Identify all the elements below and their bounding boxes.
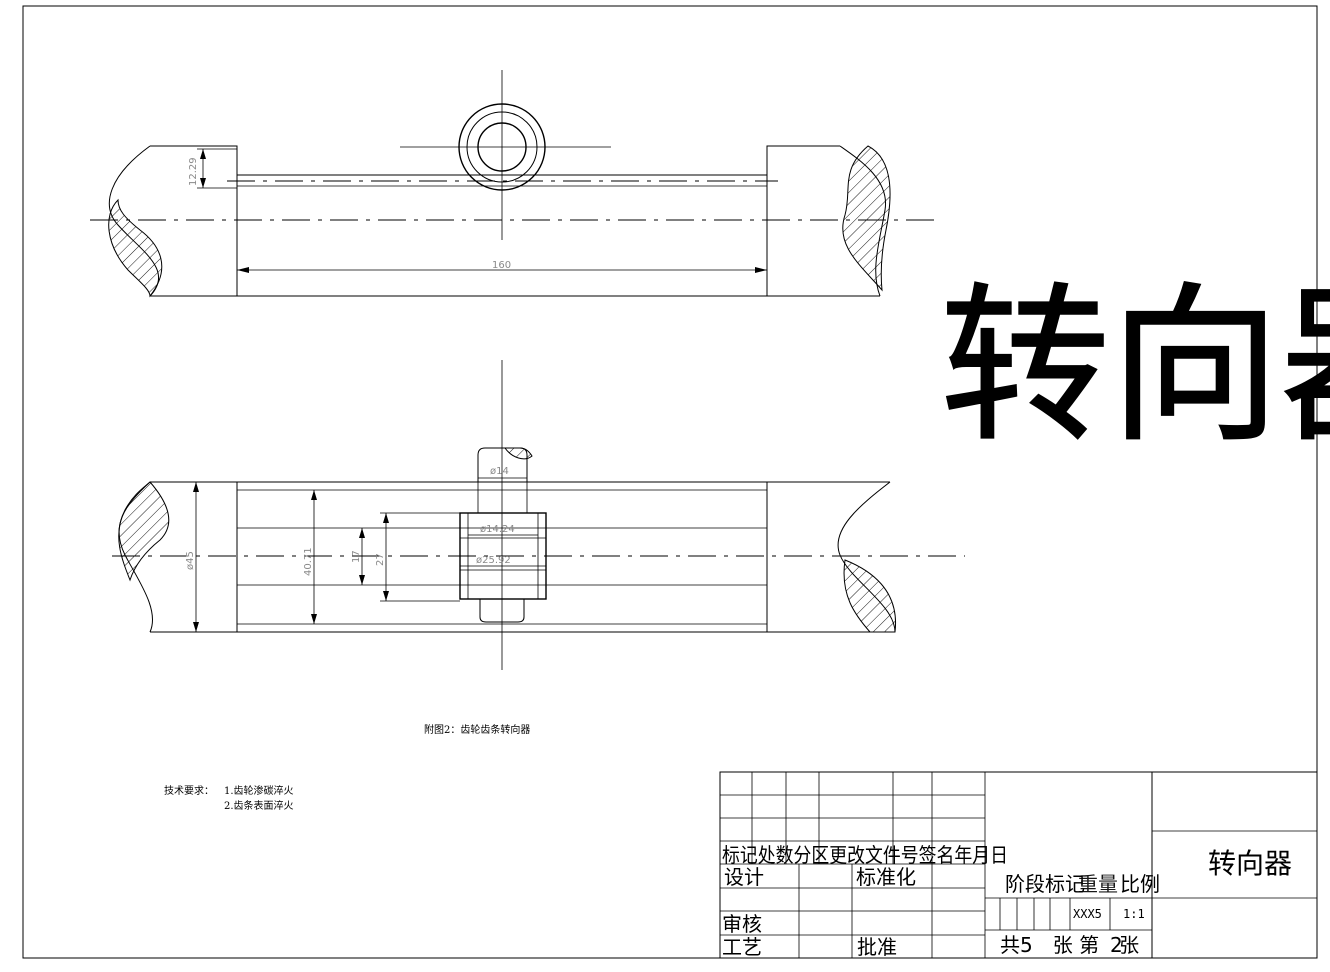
dim-top-height: 12.29 (188, 157, 199, 186)
tech-req-item2: 2.齿条表面淬火 (224, 799, 294, 812)
figure-caption: 附图2：齿轮齿条转向器 (424, 723, 530, 736)
tb-sheets: 共5 张 第 张 (1000, 933, 1139, 957)
tb-stage-mark: 阶段标记 (1005, 872, 1085, 896)
tb-review: 审核 (722, 912, 762, 936)
dim-pinion-inner: ø14.24 (480, 524, 515, 535)
dim-pinion-shaft: ø14 (490, 466, 509, 477)
big-title: 转向器 (940, 268, 1330, 466)
tb-process: 工艺 (722, 935, 762, 959)
tb-scale-value: 1:1 (1123, 907, 1145, 921)
tb-product-name: 转向器 (1208, 847, 1292, 880)
title-block: 标记处数分区更改文件号签名年月日 设计 标准化 阶段标记 重量 比例 审核 工艺… (719, 771, 1318, 959)
tb-approve: 批准 (857, 935, 897, 959)
dim-40: 40.71 (303, 547, 314, 576)
sheet-border (22, 5, 1318, 959)
bottom-view: ø14 ø14.24 ø25.92 ø45 40.71 17 27 (112, 360, 965, 670)
tb-sheet-no: 2 (1110, 933, 1123, 957)
dim-pinion-outer: ø25.92 (476, 555, 511, 566)
tb-standardize: 标准化 (856, 865, 916, 889)
dim-17: 17 (351, 550, 362, 563)
tb-header-row: 标记处数分区更改文件号签名年月日 (722, 843, 1008, 867)
tech-req-item1: 1.齿轮渗碳淬火 (224, 784, 294, 797)
tb-weight: 重量 (1078, 872, 1118, 896)
tb-design: 设计 (724, 865, 764, 889)
dim-27: 27 (375, 553, 386, 566)
dim-top-length: 160 (492, 260, 511, 271)
tb-scale: 比例 (1120, 872, 1160, 896)
dim-rack-dia: ø45 (185, 551, 196, 570)
top-view: 12.29 160 (90, 70, 935, 298)
tech-req-label: 技术要求： (164, 784, 214, 797)
tb-weight-value: XXX5 (1073, 907, 1102, 921)
